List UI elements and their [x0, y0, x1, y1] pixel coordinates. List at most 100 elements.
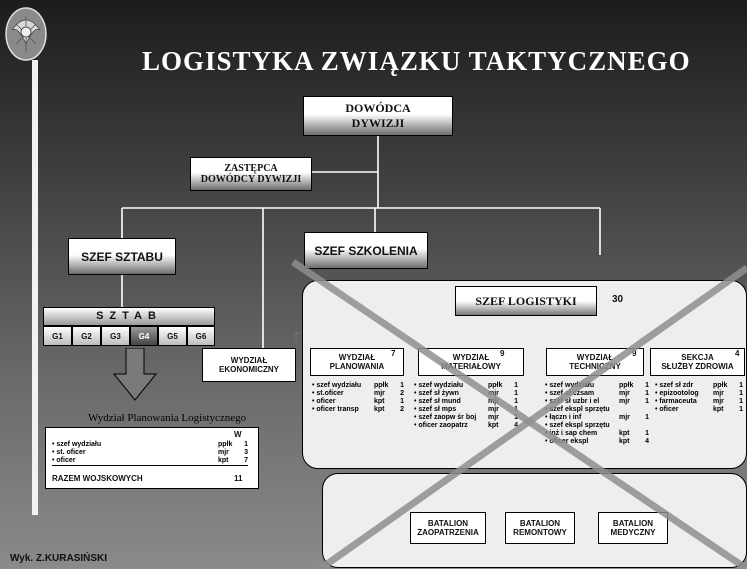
list-item: • st. oficer mjr 3	[52, 449, 248, 457]
sztab-cell-g2: G2	[72, 326, 101, 346]
author-footer: Wyk. Z.KURASIŃSKI	[10, 553, 108, 564]
batalion-remontowy-box: BATALION REMONTOWY	[505, 512, 575, 544]
szef-szkolenia-box: SZEF SZKOLENIA	[304, 232, 428, 269]
wydzial-techniczny-count: 9	[632, 349, 637, 358]
item-count: 1	[645, 398, 649, 405]
wpl-total-label: RAZEM WOJSKOWYCH	[52, 474, 143, 483]
wydzial-materialowy-count: 9	[500, 349, 505, 358]
item-count: 1	[739, 398, 743, 405]
wpl-row-name: • st. oficer	[52, 449, 86, 456]
wpl-row-rank: kpt	[218, 457, 229, 464]
wydzial-planowania-box: WYDZIAŁ PLANOWANIA	[310, 348, 404, 376]
wpl-row-rank: ppłk	[218, 441, 233, 448]
item-name: • szef zaopw śr boj	[414, 414, 477, 421]
item-name: • szef sł żywn	[414, 390, 459, 397]
item-name: • farmaceuta	[655, 398, 697, 405]
item-name: • szef sł mund	[414, 398, 461, 405]
item-count: 1	[400, 398, 404, 405]
wydzial-techniczny-line1: WYDZIAŁ	[576, 353, 614, 362]
batalion-medyczny-line1: BATALION	[612, 519, 654, 528]
item-rank: mjr	[619, 414, 630, 421]
item-count: 1	[400, 382, 404, 389]
sekcja-sluzby-zdrowia-line1: SEKCJA	[681, 353, 714, 362]
item-rank: mjr	[619, 390, 630, 397]
wydzial-materialowy-line1: WYDZIAŁ	[452, 353, 490, 362]
item-rank: ppłk	[619, 382, 634, 389]
item-rank: mjr	[488, 414, 499, 421]
item-rank: mjr	[619, 398, 630, 405]
item-name: • oficer zaopatrz	[414, 422, 468, 429]
list-item: • szef wydziału ppłk 1	[414, 382, 518, 390]
item-count: 4	[645, 438, 649, 445]
item-count: 1	[739, 382, 743, 389]
item-name: • szef wydziału	[545, 382, 595, 389]
list-item: • szef ekspl sprzętu	[545, 406, 649, 414]
item-rank: kpt	[374, 406, 385, 413]
item-rank: mjr	[374, 390, 385, 397]
eagle-emblem-icon	[5, 7, 47, 61]
zastepca-box: ZASTĘPCA DOWÓDCY DYWIZJI	[190, 157, 312, 191]
szef-logistyki-box: SZEF LOGISTYKI	[455, 286, 597, 316]
wpl-row-count: 3	[244, 449, 248, 456]
sekcja-sluzby-zdrowia-box: SEKCJA SŁUŻBY ZDROWIA	[650, 348, 745, 376]
wpl-row-name: • oficer	[52, 457, 76, 464]
wpl-total-value: 11	[234, 474, 243, 483]
item-rank: kpt	[488, 422, 499, 429]
szef-logistyki-count: 30	[612, 294, 624, 305]
item-name: • oficer	[312, 398, 336, 405]
list-item: • szef ekspl sprzętu	[545, 422, 649, 430]
wydzial-planowania-line2: PLANOWANIA	[329, 362, 385, 371]
item-count: 1	[645, 414, 649, 421]
item-name: • oficer ekspl	[545, 438, 589, 445]
wydzial-materialowy-box: WYDZIAŁ MATERIAŁOWY	[418, 348, 524, 376]
wpl-row-name: • szef wydziału	[52, 441, 102, 448]
list-item: • szef wydziału ppłk 1	[52, 441, 248, 449]
sztab-cell-g6: G6	[187, 326, 215, 346]
item-count: 1	[514, 382, 518, 389]
item-rank: mjr	[488, 406, 499, 413]
item-name: • szef sł mps	[414, 406, 457, 413]
szef-sztabu-label: SZEF SZTABU	[81, 249, 163, 264]
item-rank: ppłk	[713, 382, 728, 389]
batalion-remontowy-line2: REMONTOWY	[513, 528, 567, 537]
sekcja-sluzby-zdrowia-count: 4	[735, 349, 740, 358]
dowodca-line1: DOWÓDCA	[345, 101, 411, 115]
item-name: • st.oficer	[312, 390, 344, 397]
list-item: • st.oficer mjr 2	[312, 390, 404, 398]
wydzial-materialowy-line2: MATERIAŁOWY	[441, 362, 501, 371]
item-count: 4	[514, 422, 518, 429]
item-name: • szef wydziału	[312, 382, 362, 389]
szef-sztabu-box: SZEF SZTABU	[68, 238, 176, 275]
item-name: • oficer	[655, 406, 679, 413]
wydzial-planowania-line1: WYDZIAŁ	[338, 353, 376, 362]
wpl-row-count: 1	[244, 441, 248, 448]
batalion-zaopatrzenia-line2: ZAOPATRZENIA	[417, 528, 479, 537]
wpl-heading: Wydział Planowania Logistycznego	[88, 412, 247, 424]
wpl-row-rank: mjr	[218, 449, 229, 456]
item-name: • oficer transp	[312, 406, 359, 413]
item-count: 2	[400, 390, 404, 397]
dowodca-dywizji-box: DOWÓDCA DYWIZJI	[303, 96, 453, 136]
item-rank: ppłk	[488, 382, 503, 389]
item-rank: kpt	[713, 406, 724, 413]
zastepca-line2: DOWÓDCY DYWIZJI	[200, 174, 302, 185]
wydzial-ekonomiczny-line2: EKONOMICZNY	[219, 365, 279, 374]
batalion-zaopatrzenia-box: BATALION ZAOPATRZENIA	[410, 512, 486, 544]
item-name: • szef wydziału	[414, 382, 464, 389]
wydzial-ekonomiczny-box: WYDZIAŁ EKONOMICZNY	[202, 348, 296, 382]
item-name: • szef sł uzbr i el	[545, 398, 600, 405]
list-item: • szef sł uzbr i el mjr 1	[545, 398, 649, 406]
